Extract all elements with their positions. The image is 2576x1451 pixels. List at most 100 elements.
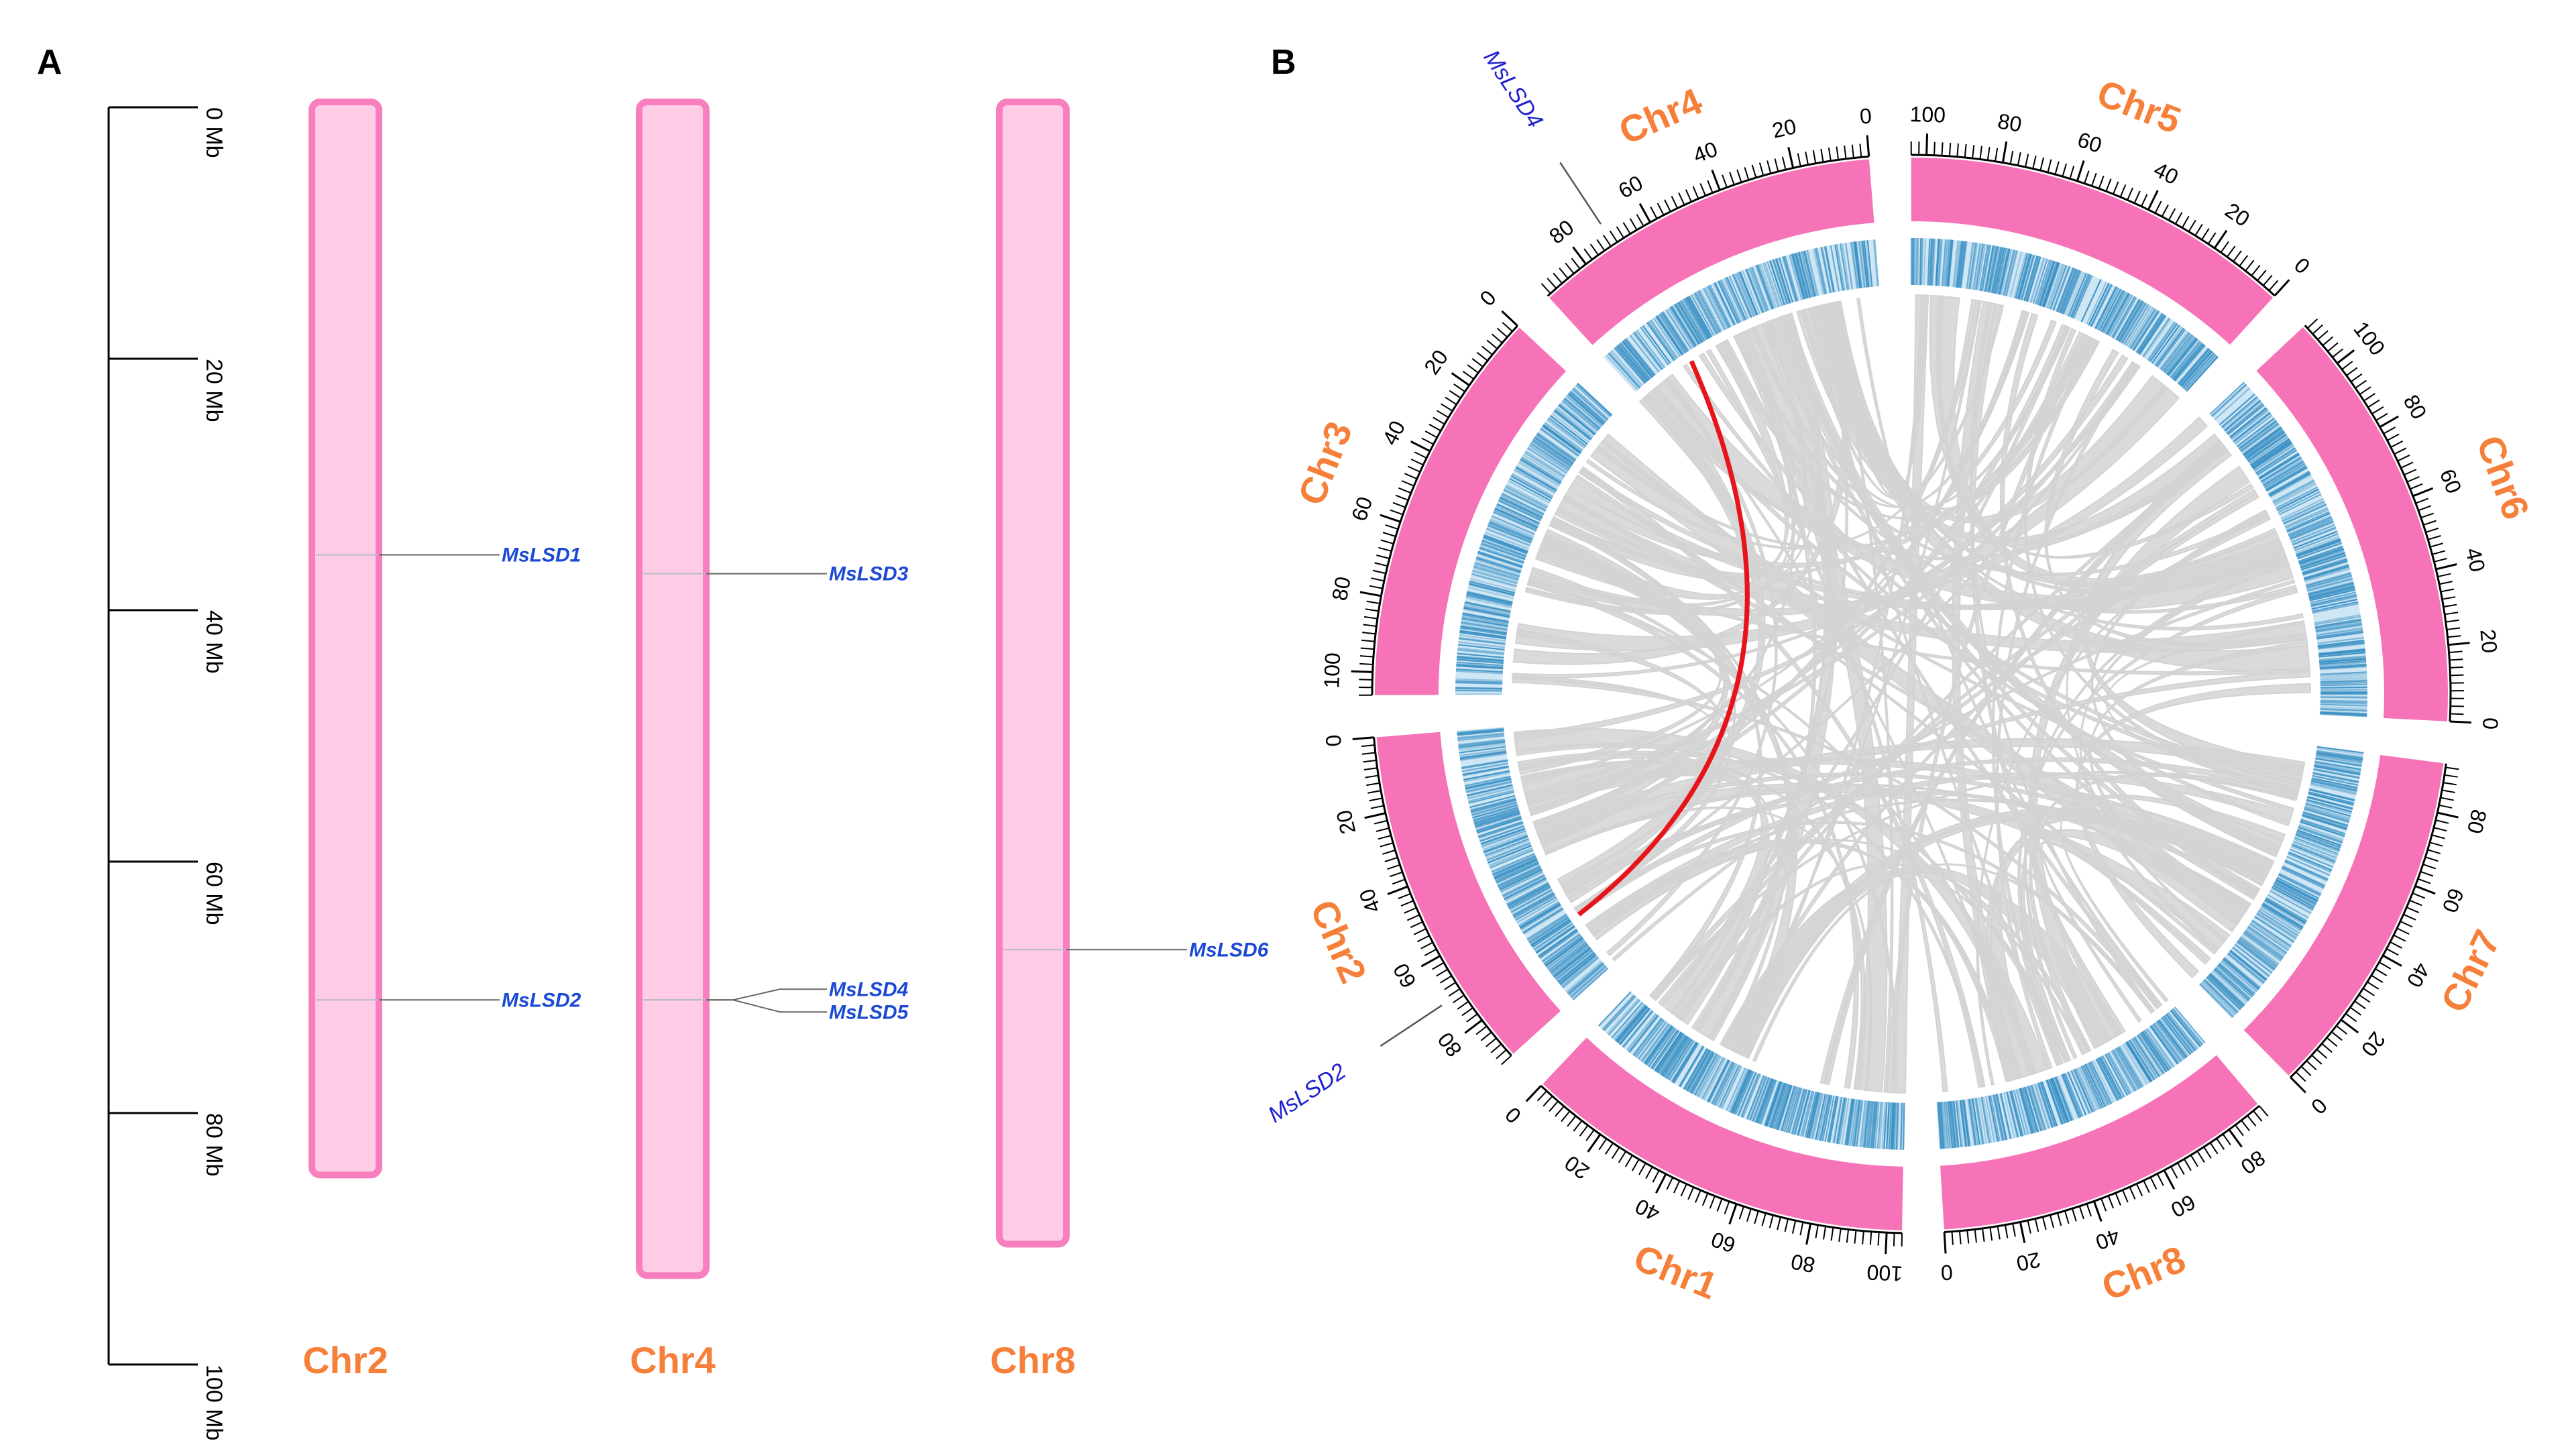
density-stripe — [2242, 933, 2282, 962]
minor-tick — [2442, 596, 2456, 600]
density-stripe — [1981, 1096, 1991, 1143]
density-stripe — [1793, 253, 1807, 299]
minor-tick — [2394, 447, 2407, 455]
density-stripe — [1473, 566, 1519, 581]
density-stripe — [2205, 976, 2241, 1011]
density-stripe — [1731, 1069, 1752, 1114]
density-stripe — [2286, 511, 2330, 532]
minor-tick — [1958, 1230, 1962, 1244]
density-stripe — [1539, 930, 1579, 960]
minor-tick — [1392, 502, 1406, 508]
density-stripe — [1535, 434, 1575, 463]
density-stripe — [1952, 240, 1959, 288]
minor-tick — [2445, 619, 2459, 623]
density-stripe — [1950, 1101, 1956, 1148]
density-stripe — [2129, 1039, 2156, 1080]
density-stripe — [2179, 349, 2212, 386]
minor-tick — [1380, 842, 1394, 848]
density-stripe — [1491, 853, 1535, 873]
density-stripe — [1532, 439, 1573, 467]
density-stripe — [2276, 878, 2319, 901]
density-stripe — [2320, 712, 2367, 717]
density-stripe — [2282, 865, 2326, 886]
density-stripe — [1644, 1025, 1673, 1065]
density-stripe — [1666, 1039, 1693, 1080]
minor-tick — [2450, 666, 2464, 669]
density-stripe — [1931, 238, 1936, 286]
minor-tick — [1589, 243, 1600, 255]
circos-tick-label: 60 — [2438, 885, 2469, 916]
density-stripe — [2290, 522, 2335, 541]
density-stripe — [1888, 1102, 1893, 1150]
density-stripe — [1455, 669, 1503, 673]
density-stripe — [1559, 953, 1597, 985]
density-stripe — [2314, 619, 2362, 629]
minor-tick — [1492, 333, 1503, 344]
tick-baseline — [2290, 763, 2447, 1078]
density-stripe — [2105, 292, 2129, 335]
minor-tick — [1722, 174, 1728, 188]
density-stripe — [2062, 270, 2082, 314]
density-stripe — [2252, 443, 2293, 470]
density-stripe — [1500, 494, 1544, 516]
circos-tick-label: 0 — [1321, 734, 1346, 748]
minor-tick — [1378, 835, 1392, 840]
minor-tick — [2443, 603, 2457, 607]
density-stripe — [2170, 340, 2201, 378]
density-stripe — [2250, 438, 2290, 466]
minor-tick — [2227, 245, 2236, 257]
density-stripe — [2295, 535, 2340, 554]
density-stripe — [1769, 260, 1785, 306]
density-stripe — [1459, 748, 1506, 756]
minor-tick — [1777, 1216, 1781, 1230]
density-stripe — [2304, 567, 2350, 583]
density-stripe — [2155, 328, 2185, 367]
minor-tick — [1414, 451, 1427, 459]
density-stripe — [1797, 251, 1811, 298]
density-stripe — [1503, 876, 1547, 899]
density-stripe — [1771, 1083, 1787, 1128]
density-stripe — [1673, 304, 1699, 345]
density-stripe — [1941, 239, 1947, 286]
highlight-link-group — [1577, 360, 1750, 917]
density-stripe — [2318, 643, 2365, 650]
density-stripe — [1824, 246, 1835, 293]
density-stripe — [1570, 965, 1607, 998]
density-stripe — [1690, 1051, 1714, 1094]
density-stripe — [1679, 1046, 1705, 1088]
density-stripe — [1773, 259, 1789, 304]
density-stripe — [2023, 1086, 2039, 1133]
density-stripe — [1732, 274, 1752, 318]
density-stripe — [1481, 541, 1526, 559]
density-stripe — [1754, 265, 1773, 310]
density-stripe — [1618, 344, 1649, 382]
density-stripe — [1751, 266, 1770, 311]
density-stripe — [2267, 894, 2309, 919]
density-stripe — [1980, 244, 1991, 292]
minor-tick — [1893, 1232, 1895, 1246]
density-stripe — [1921, 238, 1924, 286]
density-stripe — [1548, 417, 1587, 447]
density-stripe — [1461, 618, 1508, 627]
density-stripe — [2247, 925, 2288, 954]
density-stripe — [2314, 620, 2362, 630]
density-stripe — [2060, 269, 2079, 314]
density-stripe — [2166, 337, 2197, 375]
circos-tick-label: 60 — [1388, 960, 1421, 992]
density-stripe — [1457, 648, 1505, 654]
collinearity-link — [1534, 555, 2311, 676]
density-stripe — [1463, 606, 1510, 617]
density-stripe — [2316, 750, 2363, 759]
major-tick — [2382, 954, 2402, 967]
density-stripe — [1457, 649, 1504, 656]
density-stripe — [1661, 312, 1688, 353]
density-stripe — [2009, 251, 2023, 298]
density-stripe — [1455, 681, 1503, 684]
density-stripe — [2089, 283, 2112, 327]
minor-tick — [1862, 1230, 1864, 1244]
density-stripe — [2163, 1015, 2194, 1054]
density-stripe — [2276, 876, 2320, 899]
density-stripe — [2013, 252, 2027, 298]
density-stripe — [2052, 266, 2071, 311]
minor-tick — [2386, 948, 2399, 956]
